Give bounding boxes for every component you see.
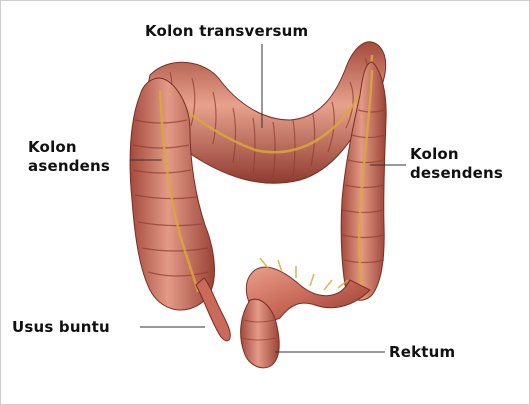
label-appendix: Usus buntu	[12, 318, 110, 337]
label-transverse-colon: Kolon transversum	[145, 22, 308, 41]
ascending-colon	[129, 77, 215, 311]
label-descending-colon: Kolon desendens	[410, 145, 503, 183]
label-descending-colon-line2: desendens	[410, 164, 504, 182]
label-ascending-colon: Kolon asendens	[28, 138, 110, 176]
label-ascending-colon-line1: Kolon	[28, 138, 77, 156]
rectum	[240, 298, 280, 369]
label-appendix-text: Usus buntu	[12, 318, 110, 336]
label-descending-colon-line1: Kolon	[410, 145, 459, 163]
leader-lines	[130, 44, 406, 353]
label-rectum: Rektum	[389, 343, 455, 362]
descending-colon	[340, 61, 387, 301]
label-ascending-colon-line2: asendens	[28, 157, 111, 175]
label-rectum-text: Rektum	[389, 343, 456, 361]
label-transverse-colon-text: Kolon transversum	[145, 22, 309, 40]
appendix	[195, 277, 231, 342]
